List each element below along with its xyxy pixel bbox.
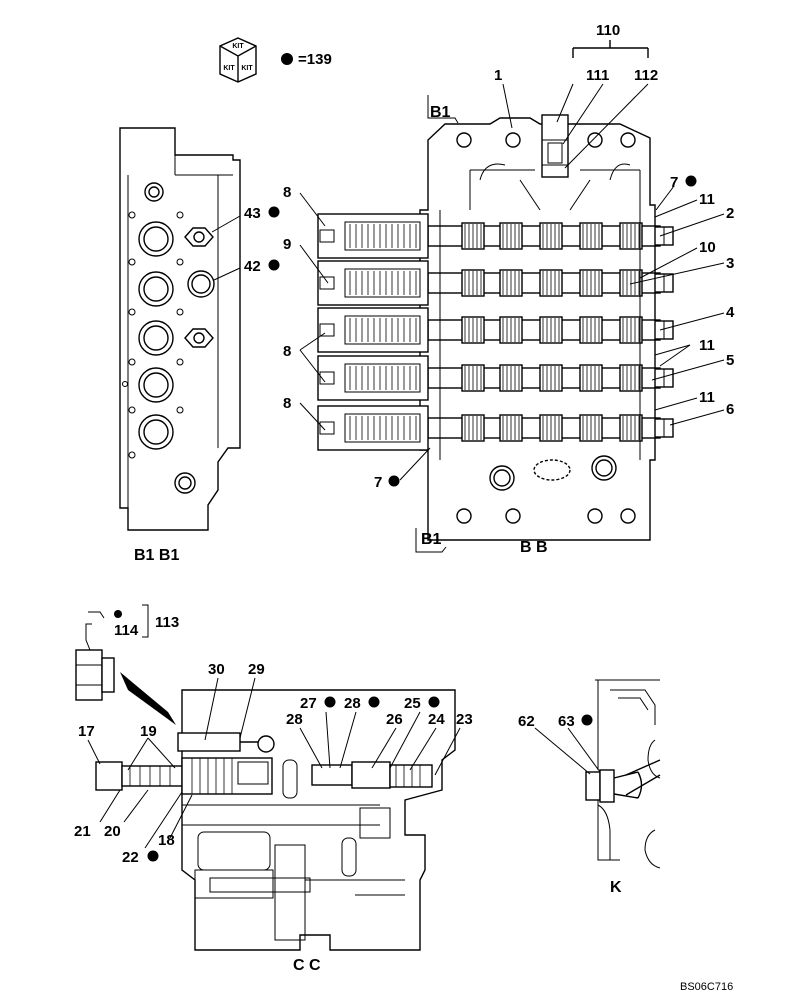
label-11-top: 11 [699, 191, 715, 208]
label-11-bottom: 11 [699, 389, 715, 406]
actuator-spring [344, 268, 421, 298]
label-114: 114 [114, 622, 139, 639]
view-c-body [95, 689, 456, 951]
dot-114-icon [114, 610, 122, 618]
kit-count: =139 [298, 51, 332, 68]
label-26: 26 [386, 711, 403, 728]
dot-7-bottom-icon [388, 475, 400, 487]
label-1: 1 [494, 67, 502, 84]
kit-cube-icon: KIT KIT KIT [219, 37, 257, 83]
dot-42-icon [268, 259, 280, 271]
svg-text:KIT: KIT [223, 65, 235, 72]
label-7-bottom: 7 [374, 474, 382, 491]
dot-43-icon [268, 206, 280, 218]
label-24: 24 [428, 711, 445, 728]
label-18: 18 [158, 832, 175, 849]
label-9: 9 [283, 236, 291, 253]
label-21: 21 [74, 823, 91, 840]
actuator-cap [319, 323, 335, 337]
section-marker-b1-bottom [415, 528, 447, 553]
dot-27-icon [324, 696, 336, 708]
label-2: 2 [726, 205, 734, 222]
label-30: 30 [208, 661, 225, 678]
view-c-leaders [87, 677, 461, 849]
kit-dot-icon [281, 53, 293, 65]
label-28-top: 28 [344, 695, 361, 712]
svg-text:KIT: KIT [232, 43, 244, 50]
actuator-cap [319, 229, 335, 243]
label-63: 63 [558, 713, 575, 730]
view-title-b: B B [520, 539, 548, 556]
label-17: 17 [78, 723, 95, 740]
label-10: 10 [699, 239, 716, 256]
view-k-body [585, 679, 661, 869]
actuator-spring [344, 413, 421, 443]
view-k-leaders [534, 727, 601, 775]
label-23: 23 [456, 711, 473, 728]
label-110: 110 [596, 22, 620, 39]
label-8-bottom: 8 [283, 395, 291, 412]
marker-b1-top: B1 [430, 104, 451, 121]
actuator-cap [319, 371, 335, 385]
label-4: 4 [726, 304, 735, 321]
dot-25-icon [428, 696, 440, 708]
view-title-k: K [610, 879, 622, 896]
actuator-spring [344, 221, 421, 251]
actuator-cap [319, 421, 335, 435]
view-b-actuators [317, 213, 429, 451]
label-42: 42 [244, 258, 261, 275]
label-8-top: 8 [283, 184, 291, 201]
label-11-mid: 11 [699, 337, 715, 354]
label-6: 6 [726, 401, 734, 418]
label-3: 3 [726, 255, 734, 272]
label-43: 43 [244, 205, 261, 222]
dot-28-icon [368, 696, 380, 708]
label-113: 113 [155, 614, 179, 631]
label-20: 20 [104, 823, 121, 840]
dot-63-icon [581, 714, 593, 726]
label-22: 22 [122, 849, 139, 866]
view-title-b1: B1 B1 [134, 547, 179, 564]
label-27: 27 [300, 695, 317, 712]
view-b-leaders [299, 83, 725, 481]
label-19: 19 [140, 723, 157, 740]
label-29: 29 [248, 661, 265, 678]
view-title-c: C C [293, 957, 321, 974]
label-8-mid: 8 [283, 343, 291, 360]
label-111: 111 [586, 67, 609, 84]
label-62: 62 [518, 713, 535, 730]
svg-text:KIT: KIT [241, 65, 253, 72]
label-5: 5 [726, 352, 734, 369]
view-b-body [419, 114, 674, 541]
label-28-low: 28 [286, 711, 303, 728]
view-b1-body [119, 127, 241, 531]
section-marker-b1-top [427, 95, 459, 124]
actuator-cap [319, 276, 335, 290]
dot-22-icon [147, 850, 159, 862]
label-112: 112 [634, 67, 658, 84]
actuator-spring [344, 363, 421, 393]
bracket-110 [572, 40, 649, 58]
dot-7-top-icon [685, 175, 697, 187]
marker-b1-bottom: B1 [421, 531, 442, 548]
drawing-code: BS06C716 [680, 981, 733, 993]
plug-114 [75, 611, 176, 725]
actuator-spring [344, 315, 421, 345]
label-7-top: 7 [670, 174, 678, 191]
label-25: 25 [404, 695, 421, 712]
